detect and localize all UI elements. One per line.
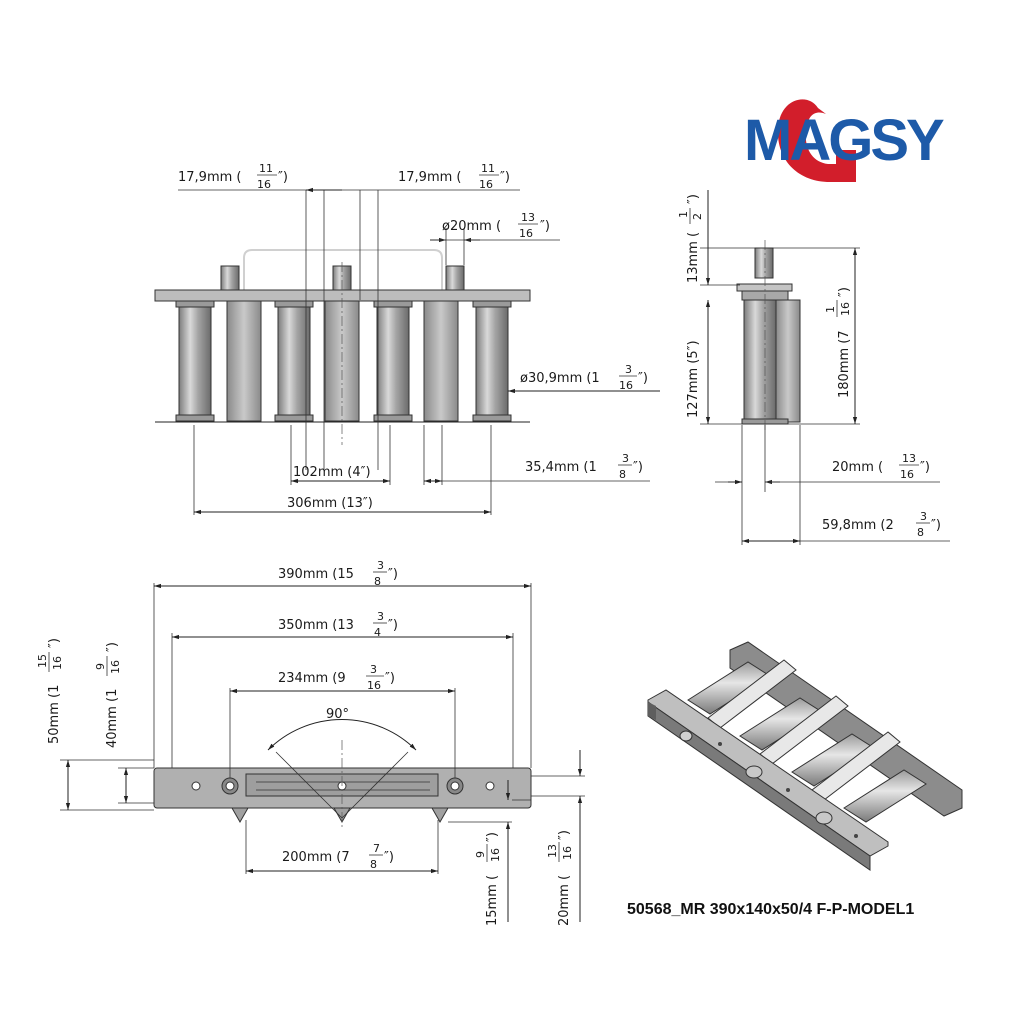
svg-text:1: 1 — [824, 306, 837, 313]
svg-text:9: 9 — [474, 851, 487, 858]
magnetic-tubes — [175, 300, 512, 422]
svg-text:13: 13 — [902, 452, 916, 465]
top-view: 90° 390mm (15 3 8 ″) 350mm (13 3 4 ″) 23… — [36, 559, 585, 926]
svg-text:11: 11 — [481, 162, 495, 175]
svg-text:8: 8 — [917, 526, 924, 539]
svg-text:11: 11 — [259, 162, 273, 175]
svg-text:″): ″) — [686, 194, 701, 204]
svg-text:″): ″) — [557, 830, 572, 840]
front-view: 17,9mm ( 11 16 ″) 17,9mm ( 11 16 ″) ø20m… — [154, 162, 660, 515]
svg-text:7: 7 — [373, 842, 380, 855]
svg-text:9: 9 — [94, 663, 107, 670]
dim-overall-width: 306mm (13″) — [287, 496, 373, 511]
svg-text:8: 8 — [370, 858, 377, 871]
svg-text:4: 4 — [374, 626, 381, 639]
dim-tube-spacing: 102mm (4″) — [293, 465, 371, 480]
svg-text:″): ″) — [837, 287, 852, 297]
iso-rollers — [687, 659, 927, 823]
logo-text: MAGSY — [744, 108, 944, 173]
svg-text:″): ″) — [47, 638, 62, 648]
svg-text:″): ″) — [384, 850, 394, 865]
svg-text:″): ″) — [500, 170, 510, 185]
svg-text:″): ″) — [388, 567, 398, 582]
svg-text:3: 3 — [377, 610, 384, 623]
svg-text:″): ″) — [485, 832, 500, 842]
magsy-logo: MAGSY — [744, 99, 947, 182]
isometric-view — [647, 641, 963, 871]
svg-text:″): ″) — [388, 618, 398, 633]
svg-text:8: 8 — [374, 575, 381, 588]
svg-text:16: 16 — [619, 379, 633, 392]
svg-text:3: 3 — [377, 559, 384, 572]
svg-text:″): ″) — [278, 170, 288, 185]
logo-g-mark — [777, 99, 856, 182]
svg-text:16: 16 — [109, 660, 122, 674]
svg-text:8: 8 — [619, 468, 626, 481]
dim-side-20: 20mm ( — [832, 460, 883, 475]
top-plate — [154, 289, 531, 302]
dim-tube-diameter: ø30,9mm (1 — [520, 371, 600, 386]
dim-length-390: 390mm (15 — [278, 567, 354, 582]
svg-text:16: 16 — [257, 178, 271, 191]
dim-length-200: 200mm (7 — [282, 850, 350, 865]
svg-text:″): ″) — [633, 460, 643, 475]
svg-text:1: 1 — [677, 211, 690, 218]
svg-text:2: 2 — [691, 213, 704, 220]
dim-top-left: 17,9mm ( — [178, 170, 241, 185]
side-view: 13mm ( 1 2 ″) 127mm (5″) 180mm (7 1 16 ″… — [677, 190, 950, 545]
dim-side-59: 59,8mm (2 — [822, 518, 894, 533]
svg-text:16: 16 — [839, 302, 852, 316]
svg-text:″): ″) — [105, 642, 120, 652]
dim-side-13: 13mm ( — [686, 232, 701, 283]
svg-text:″): ″) — [920, 460, 930, 475]
dim-plate-gap: 35,4mm (1 — [525, 460, 597, 475]
svg-text:″): ″) — [638, 371, 648, 386]
svg-text:16: 16 — [561, 846, 574, 860]
svg-text:16: 16 — [479, 178, 493, 191]
svg-text:13: 13 — [546, 844, 559, 858]
dim-length-350: 350mm (13 — [278, 618, 354, 633]
svg-text:16: 16 — [367, 679, 381, 692]
dim-length-234: 234mm (9 — [278, 671, 346, 686]
dim-side-180: 180mm (7 — [837, 330, 852, 398]
dim-height-15: 15mm ( — [485, 875, 500, 926]
svg-text:3: 3 — [370, 663, 377, 676]
dim-height-50: 50mm (1 — [47, 685, 62, 744]
svg-text:16: 16 — [519, 227, 533, 240]
svg-text:16: 16 — [489, 848, 502, 862]
dim-pin-diameter: ø20mm ( — [442, 219, 501, 234]
svg-text:13: 13 — [521, 211, 535, 224]
svg-text:″): ″) — [385, 671, 395, 686]
svg-text:15: 15 — [36, 654, 49, 668]
dim-side-127: 127mm (5″) — [686, 340, 701, 418]
dim-top-right: 17,9mm ( — [398, 170, 461, 185]
svg-text:3: 3 — [625, 363, 632, 376]
dim-height-20: 20mm ( — [557, 875, 572, 926]
svg-text:3: 3 — [622, 452, 629, 465]
svg-text:″): ″) — [540, 219, 550, 234]
svg-text:3: 3 — [920, 510, 927, 523]
svg-text:16: 16 — [900, 468, 914, 481]
svg-text:″): ″) — [931, 518, 941, 533]
dim-angle: 90° — [326, 707, 349, 722]
model-label: 50568_MR 390x140x50/4 F-P-MODEL1 — [627, 901, 914, 918]
dim-height-40: 40mm (1 — [105, 689, 120, 748]
svg-text:16: 16 — [51, 656, 64, 670]
